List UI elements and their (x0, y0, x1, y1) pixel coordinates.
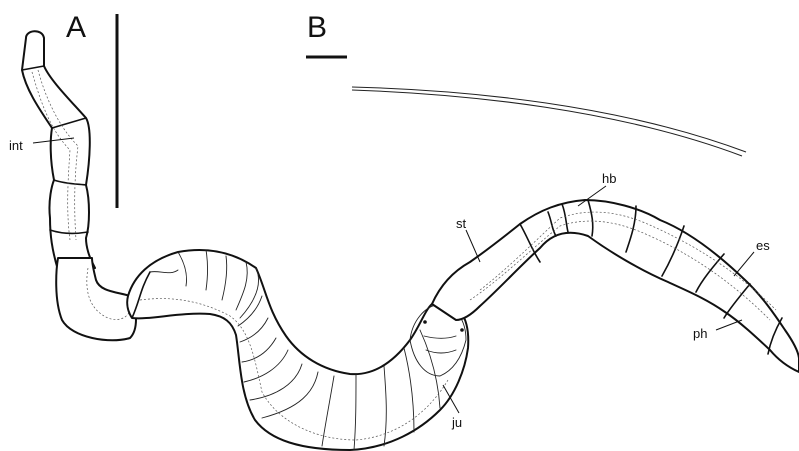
leader-es (734, 252, 754, 276)
label-ph: ph (693, 326, 707, 341)
body-trunk (127, 250, 468, 450)
label-ju: ju (451, 415, 462, 430)
label-st: st (456, 216, 467, 231)
body-bulb (56, 258, 136, 340)
panel-label-b: B (307, 11, 327, 44)
leader-ph (716, 320, 742, 330)
leader-st (466, 230, 480, 262)
seta-drawing (352, 87, 746, 156)
body-anterior-column (22, 31, 95, 270)
label-hb: hb (602, 171, 616, 186)
body-posterior (432, 200, 799, 372)
larva-body (22, 31, 799, 450)
panel-label-a: A (66, 11, 86, 44)
label-int: int (9, 138, 23, 153)
label-es: es (756, 238, 770, 253)
